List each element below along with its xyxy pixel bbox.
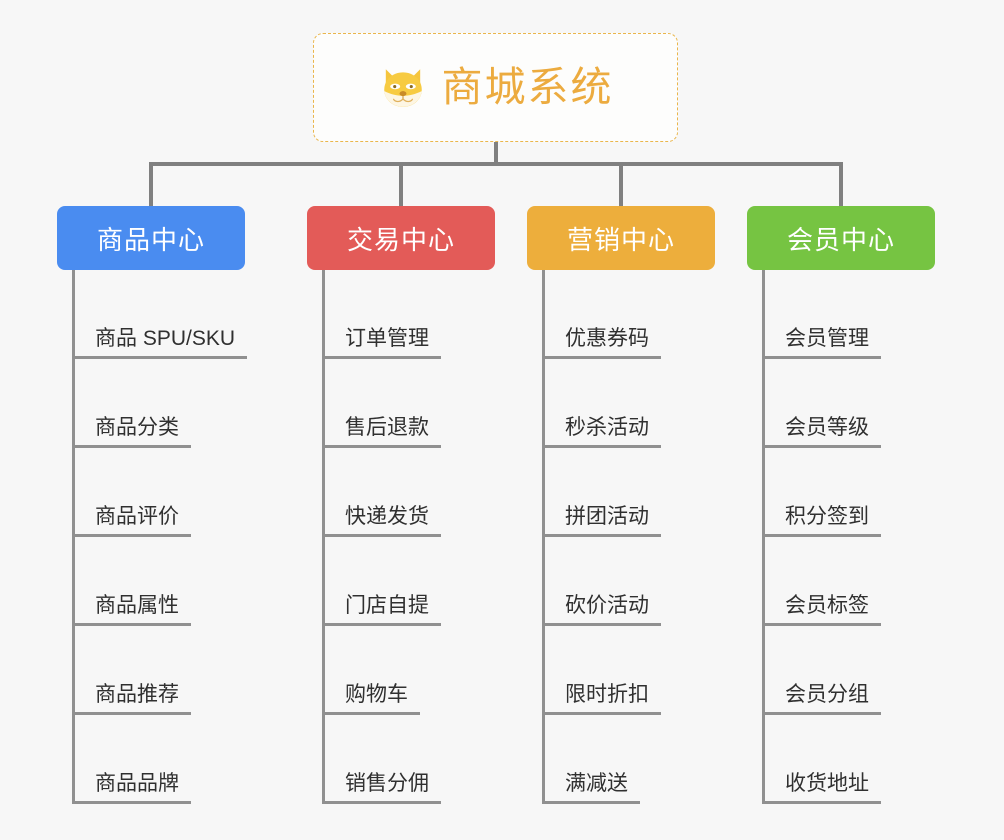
leaf-item[interactable]: 快递发货 (323, 448, 495, 537)
shiba-dog-face-icon (383, 68, 422, 107)
category-header-label: 商品中心 (96, 224, 205, 255)
leaf-label: 会员管理 (763, 327, 881, 359)
category-header-1[interactable]: 商品中心 (57, 206, 245, 270)
root-title: 商城系统 (441, 64, 614, 110)
leaf-label: 积分签到 (763, 505, 881, 537)
leaf-item[interactable]: 售后退款 (323, 359, 495, 448)
category-header-3[interactable]: 营销中心 (527, 206, 715, 270)
leaf-label: 售后退款 (323, 416, 441, 448)
category-header-label: 交易中心 (346, 224, 455, 255)
leaf-label: 商品评价 (73, 505, 191, 537)
leaf-item[interactable]: 拼团活动 (543, 448, 715, 537)
leaf-item[interactable]: 门店自提 (323, 537, 495, 626)
leaf-item[interactable]: 满减送 (543, 715, 715, 804)
category-header-2[interactable]: 交易中心 (307, 206, 495, 270)
category-column-2: 交易中心 订单管理 售后退款 快递发货 门店自提 购物车 销售分佣 (307, 206, 495, 804)
category-header-label: 营销中心 (566, 224, 675, 255)
leaf-item[interactable]: 购物车 (323, 626, 495, 715)
leaf-label: 商品推荐 (73, 683, 191, 715)
leaf-label: 会员标签 (763, 594, 881, 626)
leaf-label: 拼团活动 (543, 505, 661, 537)
category-column-1: 商品中心 商品 SPU/SKU 商品分类 商品评价 商品属性 商品推荐 商品品牌 (57, 206, 248, 804)
leaf-item[interactable]: 销售分佣 (323, 715, 495, 804)
leaf-item[interactable]: 积分签到 (763, 448, 935, 537)
leaf-spine (322, 270, 325, 804)
leaf-label: 商品分类 (73, 416, 191, 448)
leaf-item[interactable]: 收货地址 (763, 715, 935, 804)
leaf-label: 秒杀活动 (543, 416, 661, 448)
connector-drop-2 (399, 162, 403, 206)
leaf-label: 限时折扣 (543, 683, 661, 715)
leaf-item[interactable]: 商品推荐 (73, 626, 245, 715)
leaf-label: 砍价活动 (543, 594, 661, 626)
leaf-item[interactable]: 会员管理 (763, 270, 935, 359)
leaf-item[interactable]: 商品分类 (73, 359, 245, 448)
root-node[interactable]: 商城系统 (313, 33, 678, 142)
leaf-label: 收货地址 (763, 772, 881, 804)
leaf-spine (762, 270, 765, 804)
leaf-label: 订单管理 (323, 327, 441, 359)
leaf-item[interactable]: 商品属性 (73, 537, 245, 626)
leaf-spine (542, 270, 545, 804)
connector-drop-3 (619, 162, 623, 206)
leaf-list-1: 商品 SPU/SKU 商品分类 商品评价 商品属性 商品推荐 商品品牌 (57, 270, 248, 804)
category-column-4: 会员中心 会员管理 会员等级 积分签到 会员标签 会员分组 收货地址 (747, 206, 935, 804)
category-header-4[interactable]: 会员中心 (747, 206, 935, 270)
connector-drop-1 (149, 162, 153, 206)
leaf-item[interactable]: 订单管理 (323, 270, 495, 359)
leaf-item[interactable]: 商品 SPU/SKU (73, 270, 248, 359)
leaf-label: 快递发货 (323, 505, 441, 537)
leaf-label: 销售分佣 (323, 772, 441, 804)
leaf-item[interactable]: 商品品牌 (73, 715, 245, 804)
leaf-item[interactable]: 限时折扣 (543, 626, 715, 715)
leaf-label: 优惠券码 (543, 327, 661, 359)
leaf-list-3: 优惠券码 秒杀活动 拼团活动 砍价活动 限时折扣 满减送 (527, 270, 715, 804)
leaf-label: 商品品牌 (73, 772, 191, 804)
leaf-label: 会员分组 (763, 683, 881, 715)
leaf-label: 购物车 (323, 683, 420, 715)
leaf-label: 门店自提 (323, 594, 441, 626)
leaf-item[interactable]: 会员分组 (763, 626, 935, 715)
leaf-item[interactable]: 砍价活动 (543, 537, 715, 626)
leaf-item[interactable]: 商品评价 (73, 448, 245, 537)
leaf-item[interactable]: 秒杀活动 (543, 359, 715, 448)
leaf-item[interactable]: 会员等级 (763, 359, 935, 448)
leaf-item[interactable]: 优惠券码 (543, 270, 715, 359)
category-column-3: 营销中心 优惠券码 秒杀活动 拼团活动 砍价活动 限时折扣 满减送 (527, 206, 715, 804)
connector-horizontal-bus (149, 162, 841, 166)
leaf-list-2: 订单管理 售后退款 快递发货 门店自提 购物车 销售分佣 (307, 270, 495, 804)
connector-drop-4 (839, 162, 843, 206)
leaf-spine (72, 270, 75, 804)
category-header-label: 会员中心 (786, 224, 895, 255)
connector-root-stem (494, 142, 498, 164)
leaf-item[interactable]: 会员标签 (763, 537, 935, 626)
leaf-label: 满减送 (543, 772, 640, 804)
leaf-list-4: 会员管理 会员等级 积分签到 会员标签 会员分组 收货地址 (747, 270, 935, 804)
leaf-label: 会员等级 (763, 416, 881, 448)
leaf-label: 商品 SPU/SKU (73, 327, 248, 359)
leaf-label: 商品属性 (73, 594, 191, 626)
